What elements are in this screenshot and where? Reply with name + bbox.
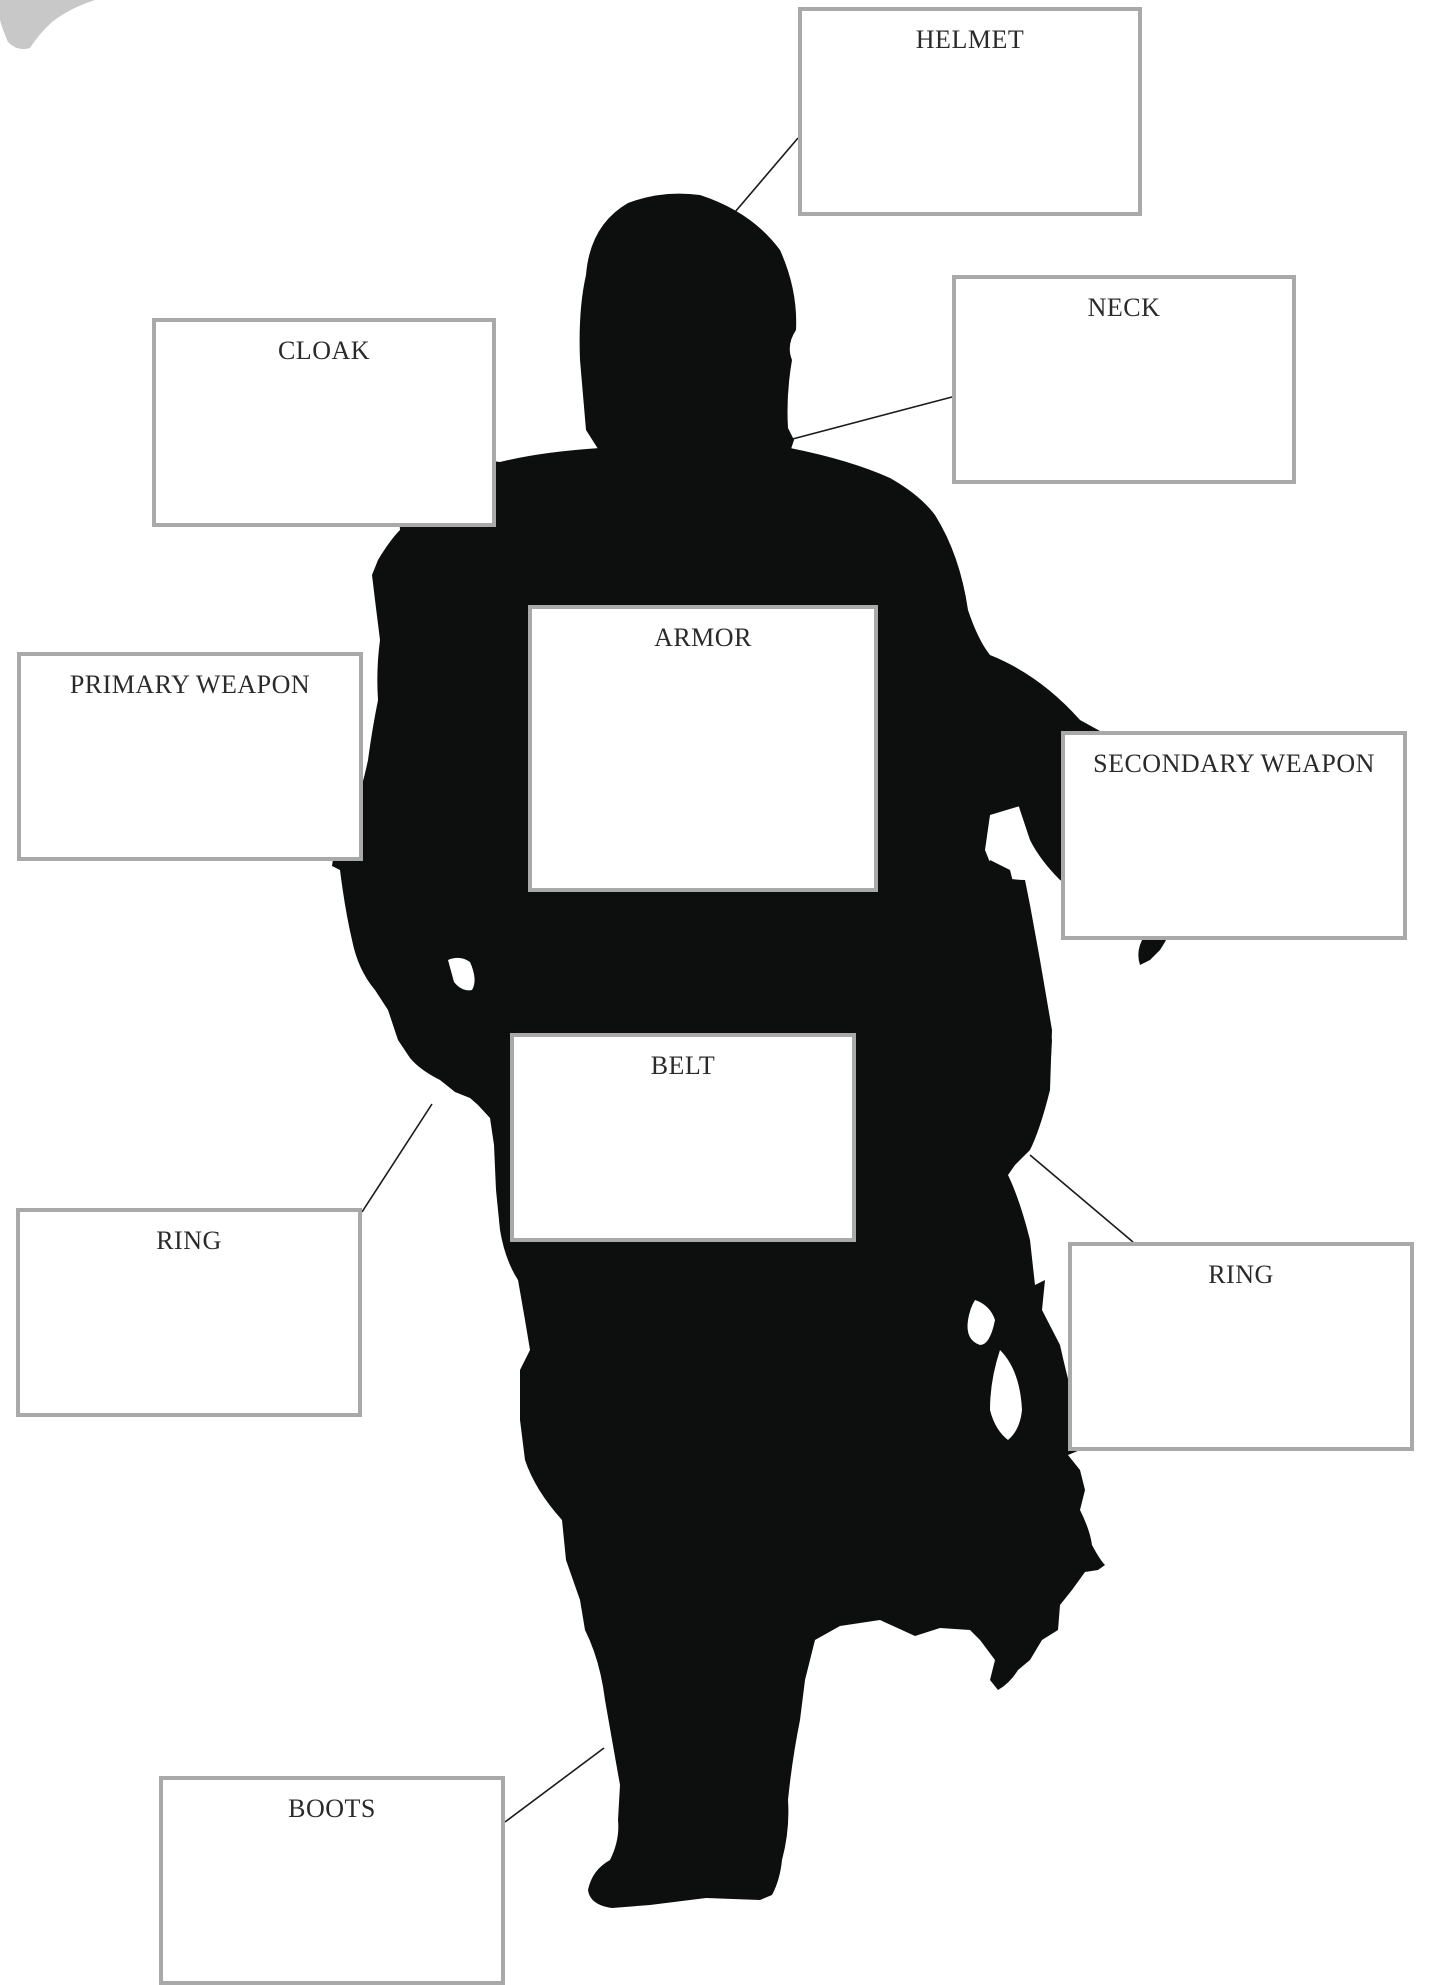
ring-left-slot[interactable]: RING (16, 1208, 362, 1417)
neck-slot-label: NECK (956, 293, 1292, 323)
secondary-weapon-slot[interactable]: SECONDARY WEAPON (1061, 731, 1407, 940)
leader-line-ring-left (362, 1104, 432, 1212)
boots-slot-label: BOOTS (163, 1794, 501, 1824)
helmet-slot[interactable]: HELMET (798, 7, 1142, 216)
cloak-slot-label: CLOAK (156, 336, 492, 366)
primary-weapon-slot[interactable]: PRIMARY WEAPON (17, 652, 363, 861)
ring-right-slot-label: RING (1072, 1260, 1410, 1290)
belt-slot-label: BELT (514, 1051, 852, 1081)
armor-slot-label: ARMOR (532, 623, 874, 653)
secondary-weapon-slot-label: SECONDARY WEAPON (1065, 749, 1403, 779)
armor-slot[interactable]: ARMOR (528, 605, 878, 892)
leader-line-ring-right (1030, 1155, 1133, 1242)
leader-line-helmet (735, 138, 798, 212)
ring-left-slot-label: RING (20, 1226, 358, 1256)
leader-line-boots (505, 1748, 604, 1822)
ring-right-slot[interactable]: RING (1068, 1242, 1414, 1451)
cloak-slot[interactable]: CLOAK (152, 318, 496, 527)
primary-weapon-slot-label: PRIMARY WEAPON (21, 670, 359, 700)
leader-line-neck (785, 397, 952, 441)
corner-ornament-icon (0, 0, 95, 49)
neck-slot[interactable]: NECK (952, 275, 1296, 484)
boots-slot[interactable]: BOOTS (159, 1776, 505, 1985)
helmet-slot-label: HELMET (802, 25, 1138, 55)
belt-slot[interactable]: BELT (510, 1033, 856, 1242)
